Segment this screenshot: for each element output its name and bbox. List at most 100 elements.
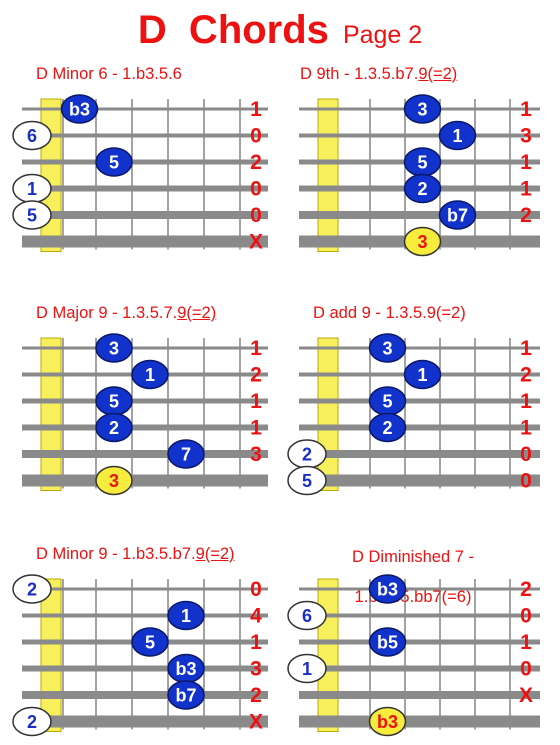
string-6 <box>299 474 540 487</box>
marker-ellipse <box>167 680 205 710</box>
string-3 <box>299 639 540 645</box>
string-1 <box>22 346 268 350</box>
fret-number-string-3: 1 <box>520 151 532 174</box>
fret-number-string-2: 0 <box>250 125 262 148</box>
chord-name-text: D Minor 9 - 1.b3.5.b7. <box>36 545 196 563</box>
string-5 <box>299 211 540 219</box>
marker-ellipse <box>368 574 407 604</box>
fret-number-string-3: 2 <box>250 151 262 174</box>
string-3 <box>22 159 268 165</box>
nut <box>317 578 339 732</box>
string-1 <box>299 346 540 350</box>
string-1 <box>299 587 540 591</box>
marker-label: 3 <box>382 339 392 359</box>
fret-number-string-5: 3 <box>250 443 262 466</box>
marker-ellipse <box>438 200 477 230</box>
fret-number-string-4: 1 <box>520 417 532 440</box>
string-6 <box>22 474 268 487</box>
marker-label: 6 <box>27 126 37 146</box>
fret-number-string-6: 0 <box>520 470 532 493</box>
finger-marker-open-string-2: 6 <box>287 600 327 631</box>
marker-label: 3 <box>417 100 427 120</box>
chord-name-d-minor-9: D Minor 9 - 1.b3.5.b7.9(=2) <box>36 544 235 564</box>
marker-ellipse <box>95 412 133 443</box>
finger-marker-finger-string-4: 2 <box>368 412 407 443</box>
marker-ellipse <box>403 94 442 124</box>
fret-number-string-1: 1 <box>520 337 532 360</box>
marker-label: 5 <box>109 392 119 412</box>
fret-number-string-2: 4 <box>250 605 262 628</box>
marker-label: 5 <box>417 153 427 173</box>
marker-label: 5 <box>382 392 392 412</box>
marker-ellipse <box>368 627 407 657</box>
string-5 <box>22 691 268 699</box>
marker-label: 5 <box>27 206 37 226</box>
marker-ellipse <box>403 359 442 390</box>
marker-label: 2 <box>382 418 392 438</box>
marker-ellipse <box>368 706 407 737</box>
marker-label: 2 <box>27 712 37 732</box>
marker-ellipse <box>12 200 52 230</box>
string-6 <box>299 715 540 728</box>
fret-number-string-2: 2 <box>250 364 262 387</box>
marker-label: 2 <box>27 580 37 600</box>
finger-marker-open-string-5: 2 <box>287 439 327 469</box>
chord-name-d-add-9: D add 9 - 1.3.5.9(=2) <box>313 303 466 323</box>
finger-marker-finger-string-2: 1 <box>403 359 442 390</box>
marker-ellipse <box>167 439 205 469</box>
string-2 <box>22 613 268 618</box>
fret-number-string-3: 1 <box>520 390 532 413</box>
marker-label: 1 <box>302 659 312 679</box>
finger-marker-finger-string-1: 3 <box>368 333 407 363</box>
marker-ellipse <box>403 226 442 257</box>
fret-number-string-4: 0 <box>250 178 262 201</box>
marker-ellipse <box>287 600 327 631</box>
marker-label: 6 <box>302 606 312 626</box>
fret-number-string-4: 1 <box>520 178 532 201</box>
marker-ellipse <box>131 627 169 657</box>
marker-label: 1 <box>181 606 191 626</box>
marker-label: 2 <box>109 418 119 438</box>
marker-label: 3 <box>417 232 427 252</box>
marker-ellipse <box>12 120 52 151</box>
marker-label: 2 <box>417 179 427 199</box>
finger-marker-finger-string-4: b3 <box>167 653 205 684</box>
marker-ellipse <box>438 120 477 151</box>
marker-label: b3 <box>377 712 398 732</box>
string-5 <box>299 450 540 458</box>
marker-ellipse <box>287 653 327 684</box>
string-5 <box>22 211 268 219</box>
finger-marker-open-string-5: 5 <box>12 200 52 230</box>
marker-label: b5 <box>377 633 398 653</box>
marker-ellipse <box>368 412 407 443</box>
marker-label: 5 <box>302 471 312 491</box>
fret-number-string-5: 0 <box>520 443 532 466</box>
finger-marker-finger-string-1: 3 <box>95 333 133 363</box>
marker-ellipse <box>12 574 52 604</box>
chord-name-d-9th: D 9th - 1.3.5.b7.9(=2) <box>300 64 457 84</box>
string-4 <box>22 665 268 672</box>
fret-number-string-4: 3 <box>250 658 262 681</box>
chord-name-underlined: 9(=2) <box>418 65 458 83</box>
marker-label: 3 <box>109 339 119 359</box>
marker-ellipse <box>368 333 407 363</box>
marker-label: b7 <box>175 686 196 706</box>
finger-marker-finger-string-1: 3 <box>403 94 442 124</box>
finger-marker-finger-string-1: b3 <box>368 574 407 604</box>
finger-marker-root-string-6: b3 <box>368 706 407 737</box>
finger-marker-finger-string-2: 1 <box>131 359 169 390</box>
marker-label: b3 <box>175 659 196 679</box>
marker-label: 2 <box>302 445 312 465</box>
fret-number-string-1: 1 <box>250 98 262 121</box>
string-5 <box>22 450 268 458</box>
string-2 <box>299 133 540 138</box>
marker-ellipse <box>403 173 442 204</box>
string-4 <box>22 424 268 431</box>
marker-ellipse <box>287 465 327 496</box>
finger-marker-open-string-6: 5 <box>287 465 327 496</box>
fret-number-string-5: 2 <box>520 204 532 227</box>
finger-marker-finger-string-5: b7 <box>438 200 477 230</box>
